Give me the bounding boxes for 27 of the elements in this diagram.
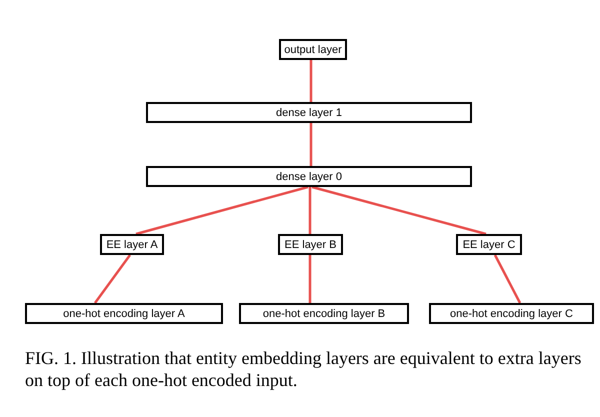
layer-label: dense layer 1 [276,106,342,118]
layer-label: one-hot encoding layer A [63,308,185,320]
layer-box [146,102,472,123]
connector-line [310,123,312,166]
connector-line [94,254,132,304]
connector-line [312,186,486,236]
connector-line [136,186,308,236]
layer-label: dense layer 0 [276,170,342,182]
layer-label: one-hot encoding layer C [450,308,573,320]
connector-line [494,254,522,304]
connector-line [308,187,312,234]
connector-line [310,60,312,102]
layer-box [429,303,594,324]
layer-box [100,234,164,255]
layer-box [146,166,472,187]
layer-label: one-hot encoding layer B [262,308,386,320]
layer-box [278,234,343,255]
layer-label: EE layer C [462,238,516,250]
connector-line [308,255,312,303]
layer-label: EE layer B [284,238,336,250]
figure-caption: FIG. 1. Illustration that entity embedding layers are equivalent to extra layers on top of each one-hot encoded input. [25,347,582,391]
layer-box [25,303,223,324]
layer-box [456,234,522,255]
layer-label: EE layer A [106,238,158,250]
layer-label: output layer [284,44,342,56]
layer-box [239,303,409,324]
layer-box [279,39,347,60]
